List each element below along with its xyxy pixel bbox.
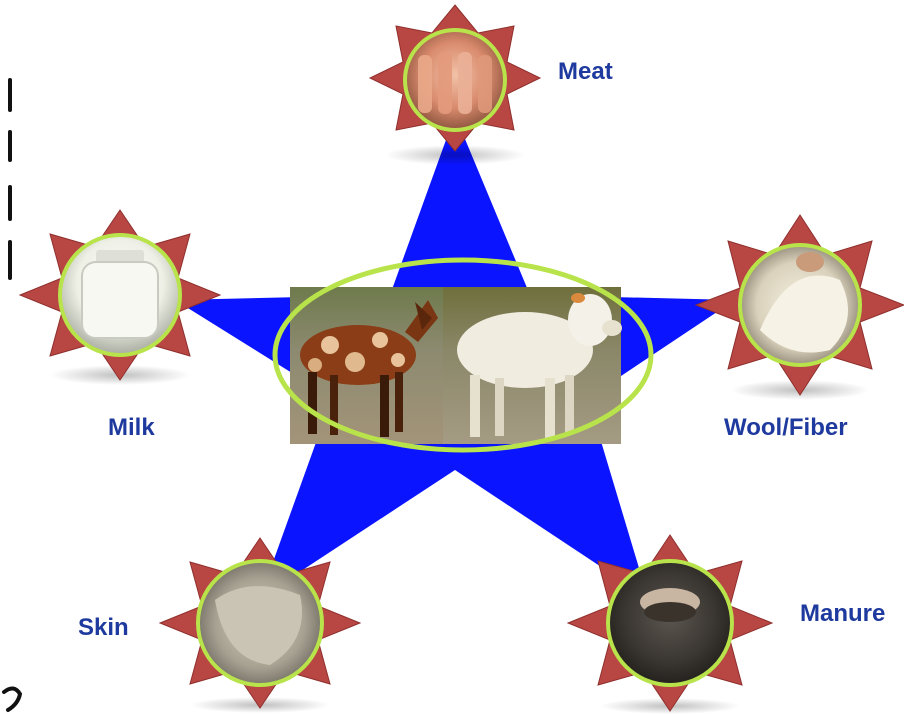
meat-label: Meat	[558, 58, 613, 86]
center-photos	[275, 260, 651, 450]
edge-glyph	[4, 688, 20, 710]
wool-fiber-label: Wool/Fiber	[724, 414, 848, 442]
manure-label: Manure	[800, 600, 885, 628]
skin-label: Skin	[78, 614, 129, 642]
milk-label: Milk	[108, 414, 155, 442]
manure-node	[568, 535, 772, 714]
skin-node	[160, 538, 360, 713]
milk-node	[20, 210, 220, 385]
meat-node	[370, 5, 540, 165]
wool-node	[696, 215, 904, 400]
manure-detail	[640, 588, 700, 622]
milk-jar-detail	[82, 250, 158, 338]
